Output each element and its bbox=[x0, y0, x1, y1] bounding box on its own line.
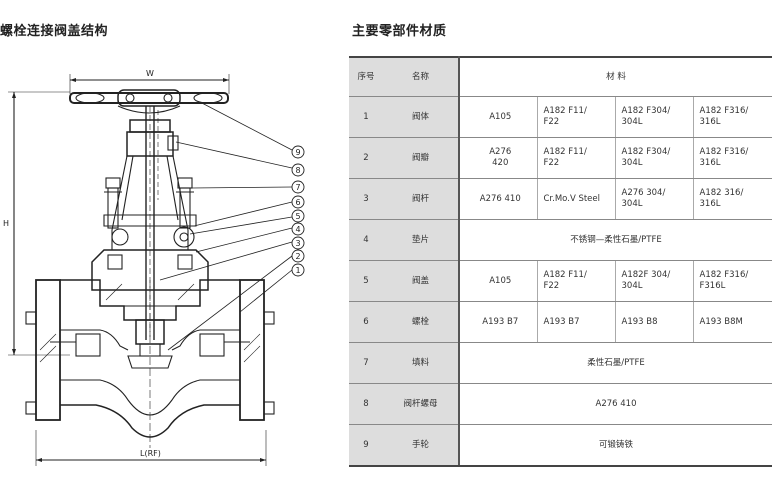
dimension-w-label: W bbox=[146, 69, 154, 78]
row-material-cell: A193 B8M bbox=[692, 301, 773, 343]
svg-text:1: 1 bbox=[295, 266, 300, 275]
callout-6: 6 bbox=[291, 195, 305, 209]
lug-left bbox=[111, 228, 129, 246]
valve-diagram: 9 8 7 6 5 4 3 2 1 W H L(RF) bbox=[3, 69, 305, 466]
row-material-cell: A182 F304/ 304L bbox=[614, 96, 693, 138]
callout-2: 2 bbox=[291, 249, 305, 263]
svg-text:9: 9 bbox=[295, 148, 300, 157]
row-material-span: A276 410 bbox=[459, 383, 773, 425]
row-material-cell: A193 B7 bbox=[536, 301, 615, 343]
row-number: 4 bbox=[349, 219, 383, 261]
svg-text:4: 4 bbox=[295, 225, 300, 234]
svg-text:8: 8 bbox=[295, 166, 300, 175]
row-material-cell: A105 bbox=[459, 260, 537, 302]
row-material-cell: A182 F304/ 304L bbox=[614, 137, 693, 179]
header-no: 序号 bbox=[349, 56, 383, 97]
row-material-cell: A276 410 bbox=[459, 178, 537, 220]
header-material: 材 料 bbox=[459, 56, 773, 97]
row-number: 7 bbox=[349, 342, 383, 384]
gland-bolts bbox=[104, 177, 194, 229]
callout-4: 4 bbox=[291, 222, 305, 236]
callout-7: 7 bbox=[291, 180, 305, 194]
row-number: 3 bbox=[349, 178, 383, 220]
callout-9: 9 bbox=[291, 145, 305, 159]
row-material-cell: A182 F316/ 316L bbox=[692, 137, 773, 179]
row-material-cell: A182 316/ 316L bbox=[692, 178, 773, 220]
row-number: 5 bbox=[349, 260, 383, 302]
dimension-l-label: L(RF) bbox=[140, 449, 161, 458]
row-material-cell: A182 F11/ F22 bbox=[536, 96, 615, 138]
handwheel bbox=[69, 89, 229, 114]
row-part-name: 填料 bbox=[383, 342, 460, 384]
header-name: 名称 bbox=[383, 56, 460, 97]
callout-3: 3 bbox=[291, 236, 305, 250]
row-number: 1 bbox=[349, 96, 383, 138]
row-material-span: 不锈钢—柔性石墨/PTFE bbox=[459, 219, 773, 261]
row-part-name: 阀体 bbox=[383, 96, 460, 138]
row-material-cell: A182F 304/ 304L bbox=[614, 260, 693, 302]
row-material-cell: A105 bbox=[459, 96, 537, 138]
yoke bbox=[111, 155, 189, 250]
row-part-name: 阀盖 bbox=[383, 260, 460, 302]
svg-text:6: 6 bbox=[295, 198, 300, 207]
callout-1: 1 bbox=[291, 263, 305, 277]
row-material-cell: A193 B7 bbox=[459, 301, 537, 343]
row-material-cell: A193 B8 bbox=[614, 301, 693, 343]
row-material-span: 可锻铸铁 bbox=[459, 424, 773, 467]
table-title: 主要零部件材质 bbox=[352, 24, 447, 39]
dimension-h-label: H bbox=[3, 219, 9, 228]
row-number: 2 bbox=[349, 137, 383, 179]
svg-text:2: 2 bbox=[295, 252, 300, 261]
lug-right bbox=[173, 226, 195, 248]
callout-5: 5 bbox=[291, 209, 305, 223]
row-part-name: 垫片 bbox=[383, 219, 460, 261]
svg-text:7: 7 bbox=[295, 183, 300, 192]
row-material-cell: A182 F11/ F22 bbox=[536, 260, 615, 302]
row-material-cell: A276 420 bbox=[459, 137, 537, 179]
row-number: 6 bbox=[349, 301, 383, 343]
row-part-name: 螺栓 bbox=[383, 301, 460, 343]
svg-text:3: 3 bbox=[295, 239, 300, 248]
row-material-cell: A182 F316/ F316L bbox=[692, 260, 773, 302]
row-material-cell: A276 304/ 304L bbox=[614, 178, 693, 220]
row-part-name: 阀瓣 bbox=[383, 137, 460, 179]
diagram-title: 螺栓连接阀盖结构 bbox=[0, 24, 109, 39]
table-header-row: 序号 名称 材 料 bbox=[349, 56, 773, 97]
row-number: 8 bbox=[349, 383, 383, 425]
row-part-name: 阀杆 bbox=[383, 178, 460, 220]
stem-nut bbox=[126, 119, 179, 157]
row-number: 9 bbox=[349, 424, 383, 467]
row-part-name: 手轮 bbox=[383, 424, 460, 467]
callout-8: 8 bbox=[291, 163, 305, 177]
row-material-cell: A182 F11/ F22 bbox=[536, 137, 615, 179]
row-part-name: 阀杆螺母 bbox=[383, 383, 460, 425]
row-material-cell: A182 F316/ 316L bbox=[692, 96, 773, 138]
row-material-span: 柔性石墨/PTFE bbox=[459, 342, 773, 384]
svg-text:5: 5 bbox=[295, 212, 300, 221]
row-material-cell: Cr.Mo.V Steel bbox=[536, 178, 615, 220]
gland-flange bbox=[103, 214, 197, 227]
